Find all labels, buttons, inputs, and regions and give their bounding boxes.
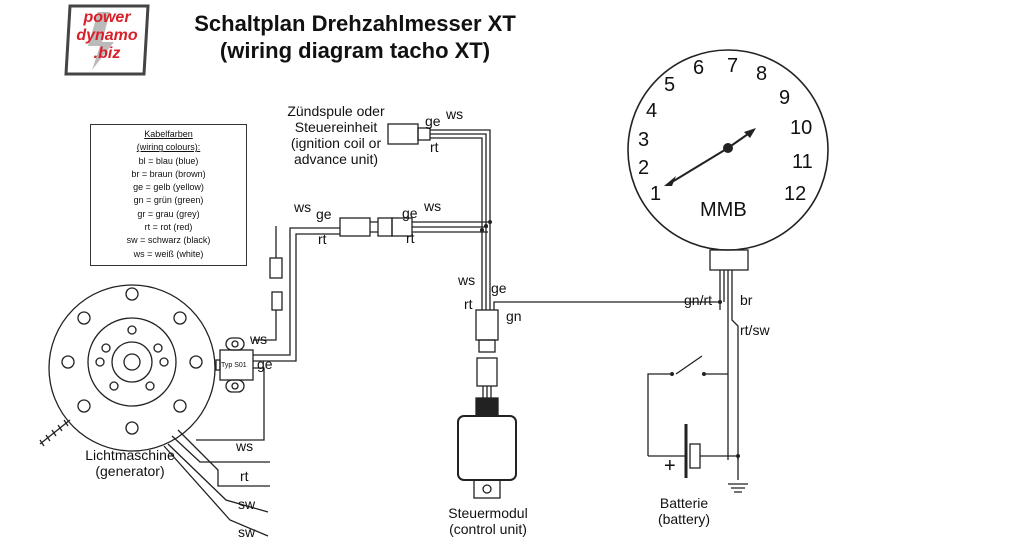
wire-label: rt [430,139,439,155]
wire-label: rt [318,231,327,247]
wire-label: ws [458,272,476,288]
logo-line1: power [83,9,131,26]
battery-label: Batterie (battery) [636,495,732,527]
wire-label: sw [238,524,256,540]
ignition-coil-line4: advance unit) [293,151,379,167]
ignition-coil-line3: (ignition coil or [290,135,382,151]
logo-line3: .biz [93,45,121,62]
wire-label: ge [491,280,507,296]
wire-label: br [740,292,753,308]
tachometer [627,49,829,460]
page-title: Schaltplan Drehzahlmesser XT (wiring dia… [170,10,540,64]
generator [48,284,216,452]
wire-label: ge [316,206,332,222]
generator-line2: (generator) [95,463,165,479]
wire-label: ws [446,106,464,122]
wire-label: rt [406,230,415,246]
legend-entry: gn = grün (green) [133,195,204,206]
wire-label: ws [424,198,442,214]
tacho-scale-3: 3 [638,129,650,151]
tacho-scale-7: 7 [727,55,739,77]
tacho-scale-1: 1 [650,183,662,205]
title-line2: (wiring diagram tacho XT) [219,38,491,63]
wire-label: sw [238,496,256,512]
wire-label: ws [236,438,254,454]
control-unit-line1: Steuermodul [448,505,528,521]
generator-ground-icon [39,419,71,447]
logo-badge [64,4,150,76]
ignition-coil-label: Zündspule oder Steuereinheit (ignition c… [272,103,400,167]
wire-label: ws [294,199,312,215]
battery-circuit [647,355,748,493]
generator-label: Lichtmaschine (generator) [72,447,188,479]
title-line1: Schaltplan Drehzahlmesser XT [194,11,516,36]
tacho-scale-6: 6 [693,57,705,79]
tacho-scale-9: 9 [779,87,791,109]
wire-label: rt [240,468,249,484]
control-unit [457,397,517,499]
legend-entry: rt = rot (red) [144,222,193,233]
wire-label: gn [506,308,522,324]
legend-heading: Kabelfarben [144,129,193,139]
tacho-scale-8: 8 [756,63,768,85]
control-unit-line2: (control unit) [449,521,527,537]
legend-entry: sw = schwarz (black) [126,235,211,246]
ignition-coil-line1: Zündspule oder [287,103,385,119]
tacho-brand: MMB [700,199,747,221]
legend-entry: ws = weiß (white) [133,248,204,259]
legend-entry: gr = grau (grey) [137,208,200,219]
tacho-scale-10: 10 [790,117,813,139]
battery-line1: Batterie [659,495,709,511]
wire-label: ge [402,205,418,221]
tacho-scale-5: 5 [664,74,676,96]
wire-label: rt [464,296,473,312]
wire-label: rt/sw [740,322,770,338]
legend-entry: ge = gelb (yellow) [133,182,204,193]
control-unit-label: Steuermodul (control unit) [428,505,548,537]
battery-plus-sign: + [664,455,676,477]
ignition-coil-line2: Steuereinheit [294,119,378,135]
tacho-scale-2: 2 [638,157,650,179]
wire-label: ge [425,113,441,129]
logo-line2: dynamo [76,27,138,44]
wire-label: gn/rt [684,292,713,308]
wire-label: ws [250,331,268,347]
tacho-scale-12: 12 [784,183,807,205]
tacho-scale-4: 4 [646,100,658,122]
legend-subheading: (wiring colours): [136,142,201,153]
wire-label: ge [257,356,273,372]
brand-logo: power dynamo .biz [58,2,156,78]
pickup-type-label: Typ S01 [221,362,247,369]
tacho-scale-11: 11 [792,151,813,173]
legend-entry: br = braun (brown) [131,168,206,179]
pickup-sensor [215,337,254,393]
generator-line1: Lichtmaschine [85,447,175,463]
legend-entry: bl = blau (blue) [138,155,199,166]
wire-colour-legend: Kabelfarben (wiring colours): bl = blau … [90,124,247,266]
battery-line2: (battery) [657,511,711,527]
